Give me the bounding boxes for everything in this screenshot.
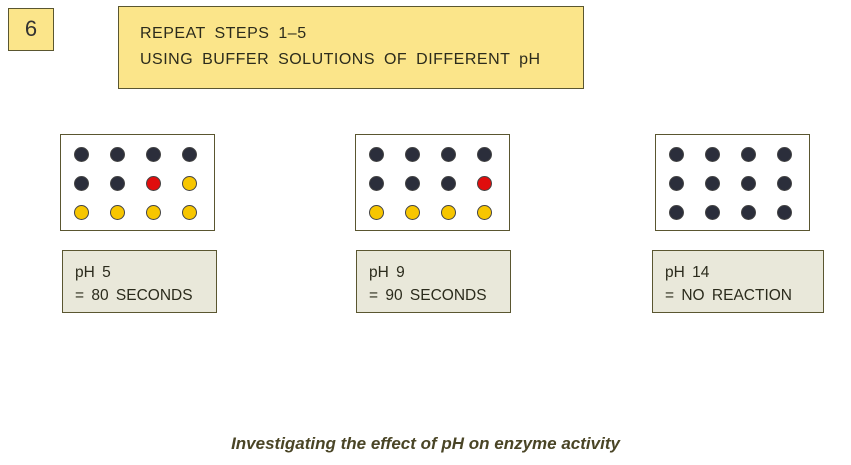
well-yellow — [405, 205, 420, 220]
well-dark — [369, 147, 384, 162]
result-time: = 90 SECONDS — [369, 287, 487, 304]
well-dark — [777, 176, 792, 191]
instruction-box: REPEAT STEPS 1–5 USING BUFFER SOLUTIONS … — [118, 6, 584, 89]
ph-value: pH 14 — [665, 264, 710, 281]
well-yellow — [441, 205, 456, 220]
well-dark — [777, 147, 792, 162]
step-number-badge: 6 — [8, 8, 54, 51]
result-time: = NO REACTION — [665, 287, 793, 304]
well-dark — [705, 147, 720, 162]
well-dark — [669, 205, 684, 220]
well-dark — [146, 147, 161, 162]
well-yellow — [146, 205, 161, 220]
well-red — [146, 176, 161, 191]
well-dark — [741, 205, 756, 220]
well-dark — [405, 147, 420, 162]
result-label-ph5: pH 5 = 80 SECONDS — [62, 250, 217, 313]
instruction-line-2: USING BUFFER SOLUTIONS OF DIFFERENT pH — [140, 51, 541, 68]
well-dark — [441, 176, 456, 191]
well-dark — [441, 147, 456, 162]
well-dark — [477, 147, 492, 162]
well-dark — [669, 147, 684, 162]
result-label-ph14: pH 14 = NO REACTION — [652, 250, 824, 313]
well-dark — [369, 176, 384, 191]
well-dark — [705, 176, 720, 191]
result-time: = 80 SECONDS — [75, 287, 193, 304]
well-yellow — [74, 205, 89, 220]
well-yellow — [182, 205, 197, 220]
well-yellow — [110, 205, 125, 220]
well-dark — [741, 147, 756, 162]
well-dark — [74, 147, 89, 162]
well-dark — [705, 205, 720, 220]
well-dark — [741, 176, 756, 191]
well-yellow — [182, 176, 197, 191]
well-dark — [110, 147, 125, 162]
well-dark — [74, 176, 89, 191]
well-dark — [110, 176, 125, 191]
spotting-tile-ph14 — [655, 134, 810, 231]
well-dark — [669, 176, 684, 191]
well-red — [477, 176, 492, 191]
well-dark — [777, 205, 792, 220]
figure-caption: Investigating the effect of pH on enzyme… — [231, 434, 620, 453]
well-yellow — [477, 205, 492, 220]
instruction-line-1: REPEAT STEPS 1–5 — [140, 25, 307, 42]
ph-value: pH 5 — [75, 264, 111, 281]
well-dark — [405, 176, 420, 191]
well-yellow — [369, 205, 384, 220]
spotting-tile-ph5 — [60, 134, 215, 231]
spotting-tile-ph9 — [355, 134, 510, 231]
ph-value: pH 9 — [369, 264, 405, 281]
well-dark — [182, 147, 197, 162]
result-label-ph9: pH 9 = 90 SECONDS — [356, 250, 511, 313]
